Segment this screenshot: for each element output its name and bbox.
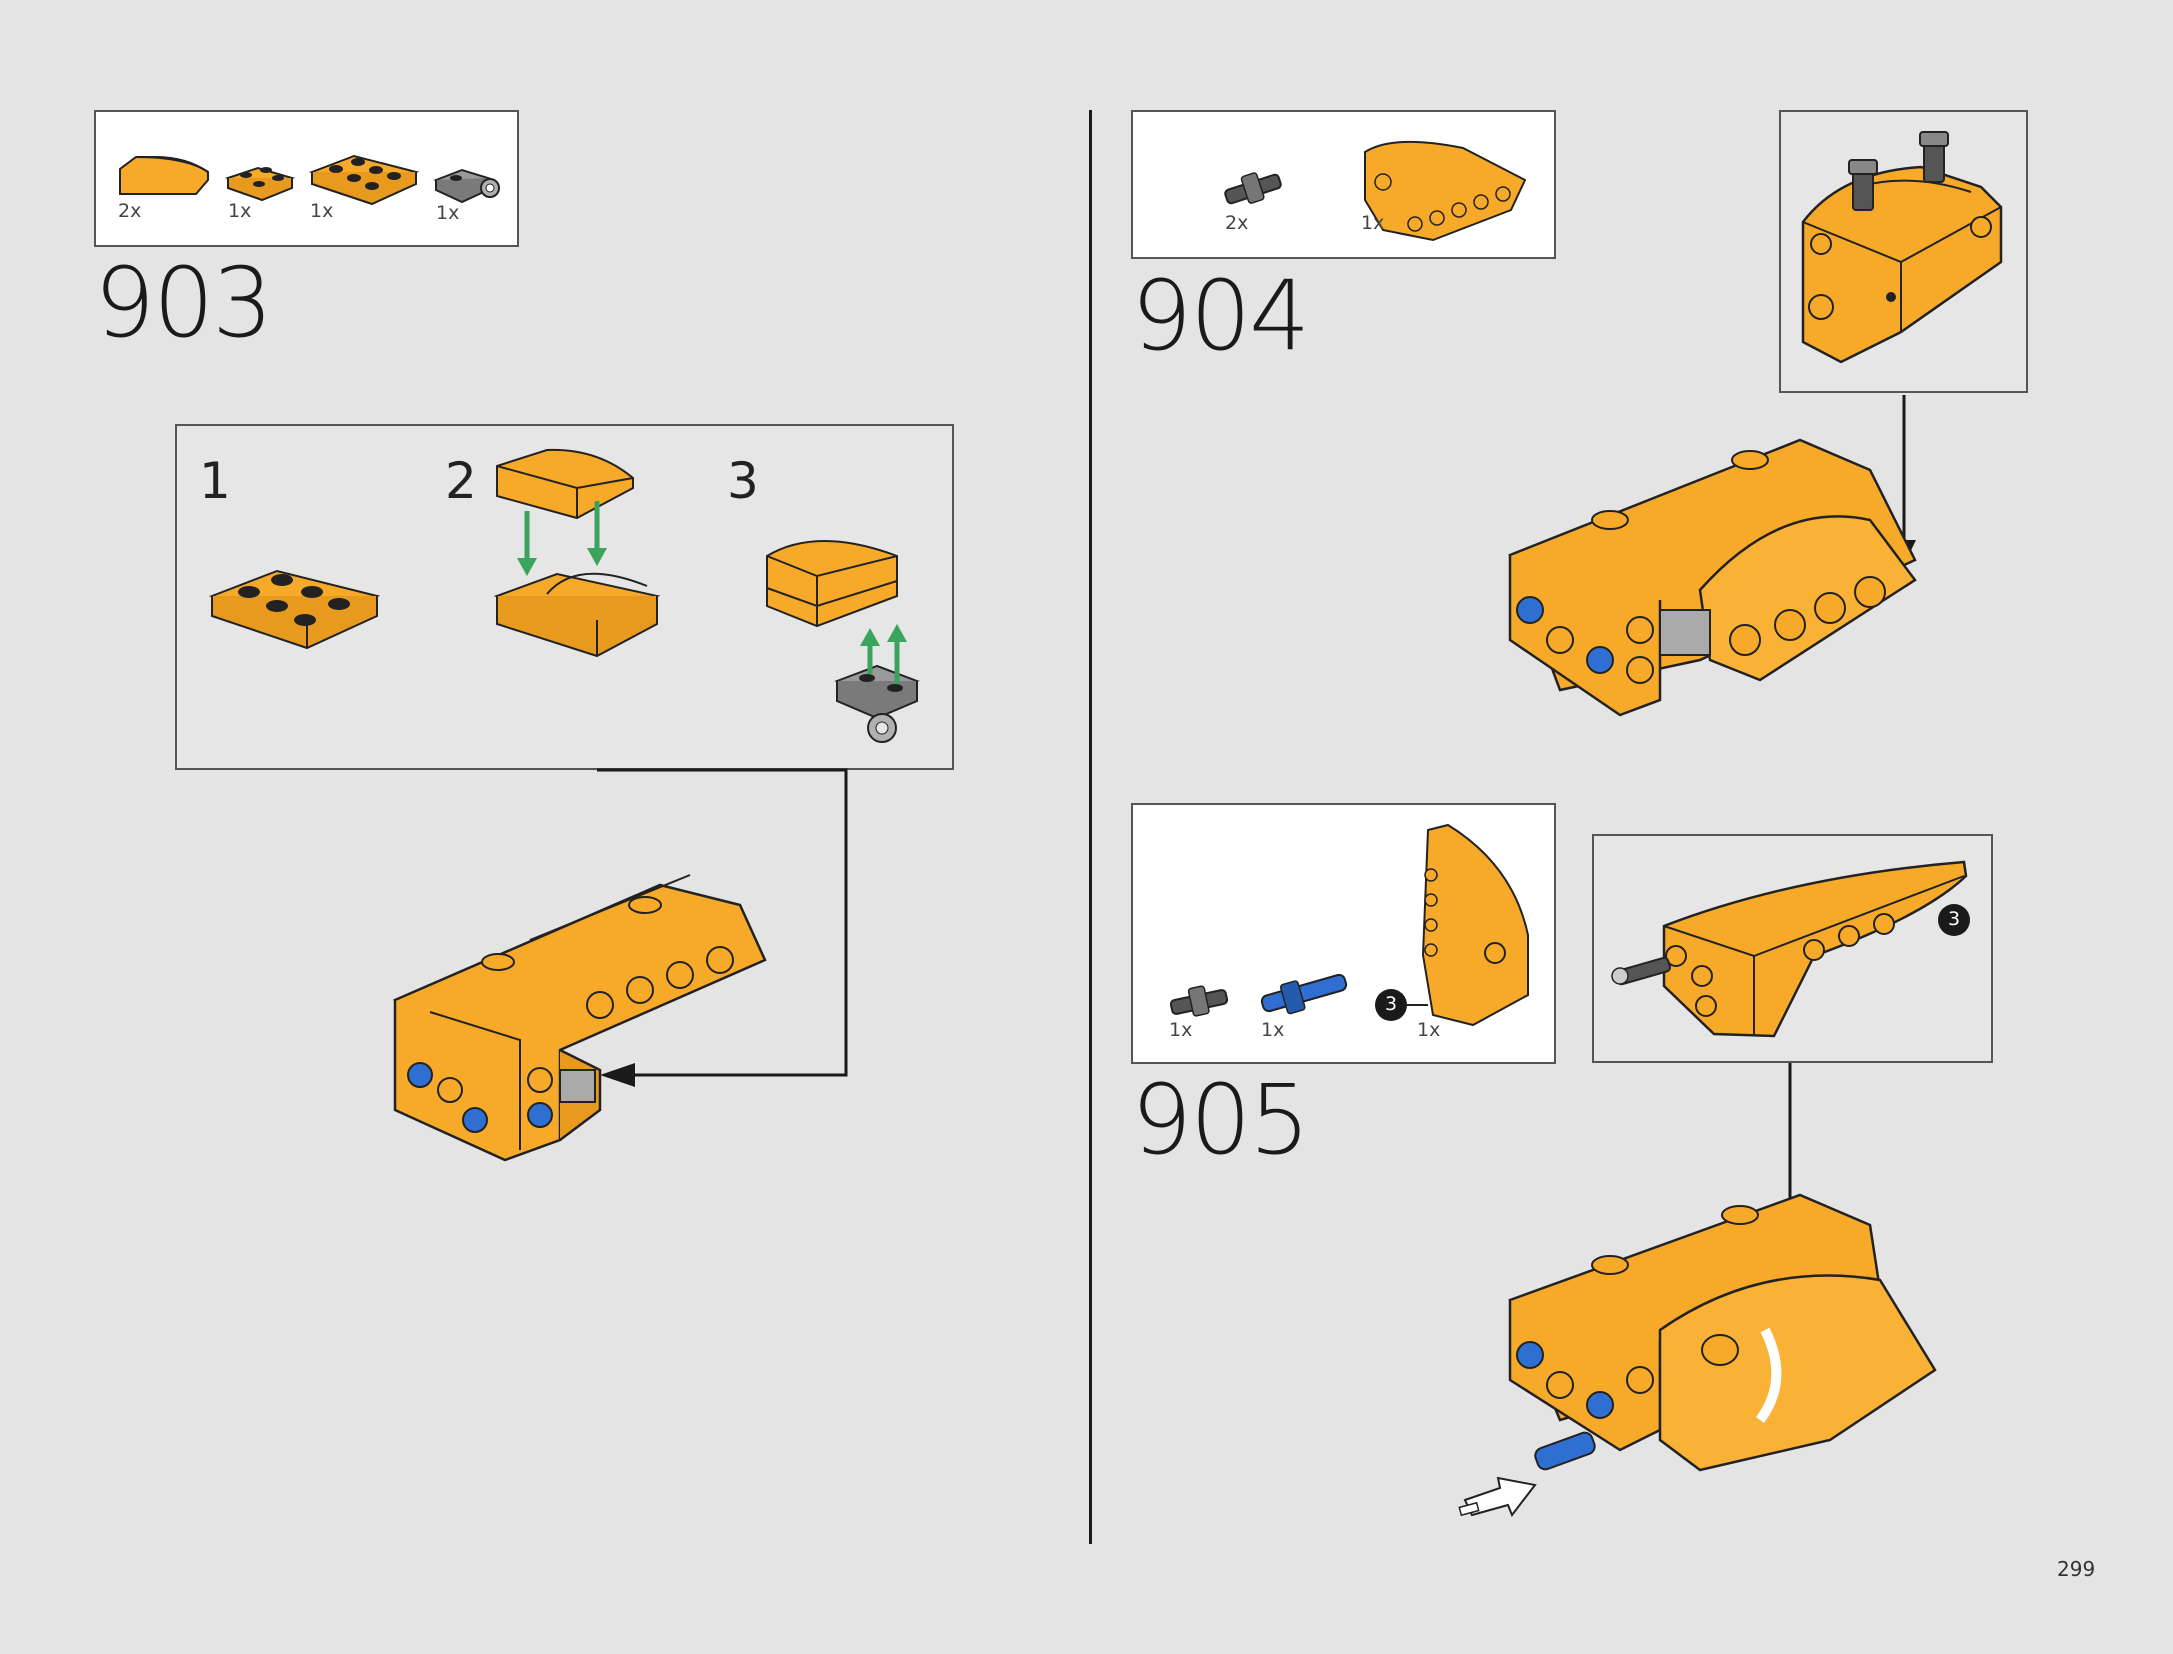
plate-2x3-icon (208, 569, 381, 650)
part-qty: 1x (1417, 1019, 1441, 1041)
part-qty: 2x (118, 200, 142, 222)
detail-illustration-904 (1801, 131, 2003, 364)
parts-illustration-905 (1169, 823, 1529, 1027)
callout-badge-icon (1938, 904, 1970, 936)
stacked-brick-icon (493, 572, 661, 658)
part-qty: 1x (1361, 212, 1385, 234)
part-qty: 1x (1169, 1019, 1193, 1041)
step-number: 904 (1131, 260, 1310, 372)
curved-slope-brick-icon (496, 448, 634, 520)
beam-assembly-icon (1458, 1193, 1937, 1518)
detail-inset-905: 3 (1592, 834, 1993, 1063)
fairing-panel-icon (1662, 860, 1968, 1038)
push-arrow-icon (1463, 1476, 1537, 1518)
part-qty: 2x (1225, 212, 1249, 234)
axle-pin-icon (1224, 172, 1282, 205)
page-number: 299 (2057, 1557, 2096, 1581)
callout-badge-icon (1375, 989, 1407, 1021)
parts-illustration-904 (1224, 140, 1527, 242)
callout-badge-label: 3 (1384, 993, 1398, 1015)
step-number: 903 (94, 247, 273, 359)
detail-illustration-905 (1611, 860, 1970, 1038)
plate-2x3-icon (308, 154, 420, 206)
arrow-icon (600, 1063, 635, 1087)
part-qty: 1x (436, 202, 460, 224)
panel-beam-icon (1801, 165, 2003, 364)
substep-label: 2 (445, 452, 477, 510)
arrow-icon (1892, 540, 1916, 565)
axle-pin-icon (1169, 985, 1229, 1017)
panel-beam-icon (1364, 140, 1527, 242)
parts-illustration-903 (119, 154, 500, 206)
grey-pin-plate-icon (433, 168, 500, 204)
parts-callout-903: 2x 1x 1x 1x (94, 110, 519, 247)
part-qty: 1x (1261, 1019, 1285, 1041)
detail-inset-904 (1779, 110, 2028, 393)
fairing-panel-icon (1375, 823, 1529, 1027)
green-arrow-icon (860, 624, 907, 684)
grey-pin-plate-icon (834, 664, 920, 743)
stacked-brick-icon (766, 540, 898, 628)
parts-callout-904: 2x 1x (1131, 110, 1556, 259)
callout-badge-label: 3 (1947, 908, 1961, 930)
green-arrow-icon (517, 501, 607, 576)
part-qty: 1x (228, 200, 252, 222)
curved-slope-brick-icon (119, 156, 209, 195)
arrow-icon (1778, 1285, 1802, 1312)
parts-callout-905: 3 1x 1x 1x (1131, 803, 1556, 1064)
subassembly-illustration (208, 448, 920, 743)
plate-2x2-icon (224, 166, 296, 202)
axle-pin-icon (1848, 131, 1949, 211)
substep-label: 1 (199, 452, 231, 510)
beam-assembly-icon (1508, 438, 1917, 717)
step-number: 905 (1131, 1064, 1310, 1176)
substep-label: 3 (727, 452, 759, 510)
axle-pin-icon (1611, 956, 1671, 986)
beam-assembly-icon (393, 874, 767, 1162)
page-divider (1089, 110, 1092, 1544)
subassembly-panel: 1 2 3 (175, 424, 954, 770)
part-qty: 1x (310, 200, 334, 222)
blue-pin-icon (1260, 973, 1348, 1015)
